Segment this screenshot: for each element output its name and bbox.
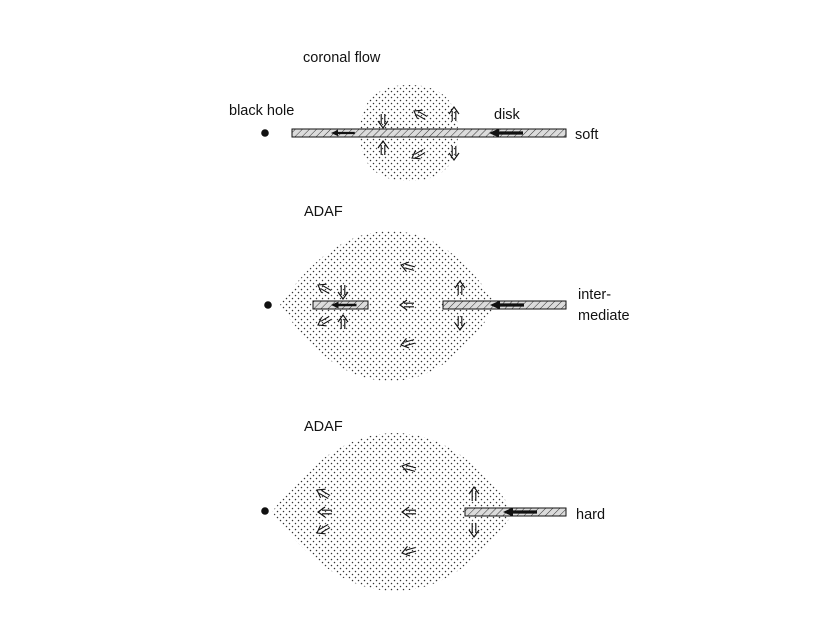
black-hole-icon [261, 129, 269, 137]
state-label-intermediate-line-1: inter- [578, 287, 611, 303]
state-label-hard: hard [576, 507, 605, 523]
accretion-disk [291, 128, 567, 138]
black-hole-label: black hole [229, 103, 294, 119]
adaf-region [280, 231, 496, 381]
black-hole-icon [261, 507, 269, 515]
panel-soft: coronal flow black hole disk soft [229, 50, 598, 181]
panel-intermediate: ADAF inter- mediate [264, 204, 630, 381]
flow-label: coronal flow [303, 50, 381, 66]
disk-label: disk [494, 107, 521, 123]
flow-label: ADAF [304, 419, 343, 435]
black-hole-icon [264, 301, 272, 309]
flow-label: ADAF [304, 204, 343, 220]
state-label-soft: soft [575, 127, 598, 143]
adaf-region [272, 433, 514, 591]
state-label-intermediate-line-2: mediate [578, 308, 630, 324]
panel-hard: ADAF hard [261, 419, 605, 591]
